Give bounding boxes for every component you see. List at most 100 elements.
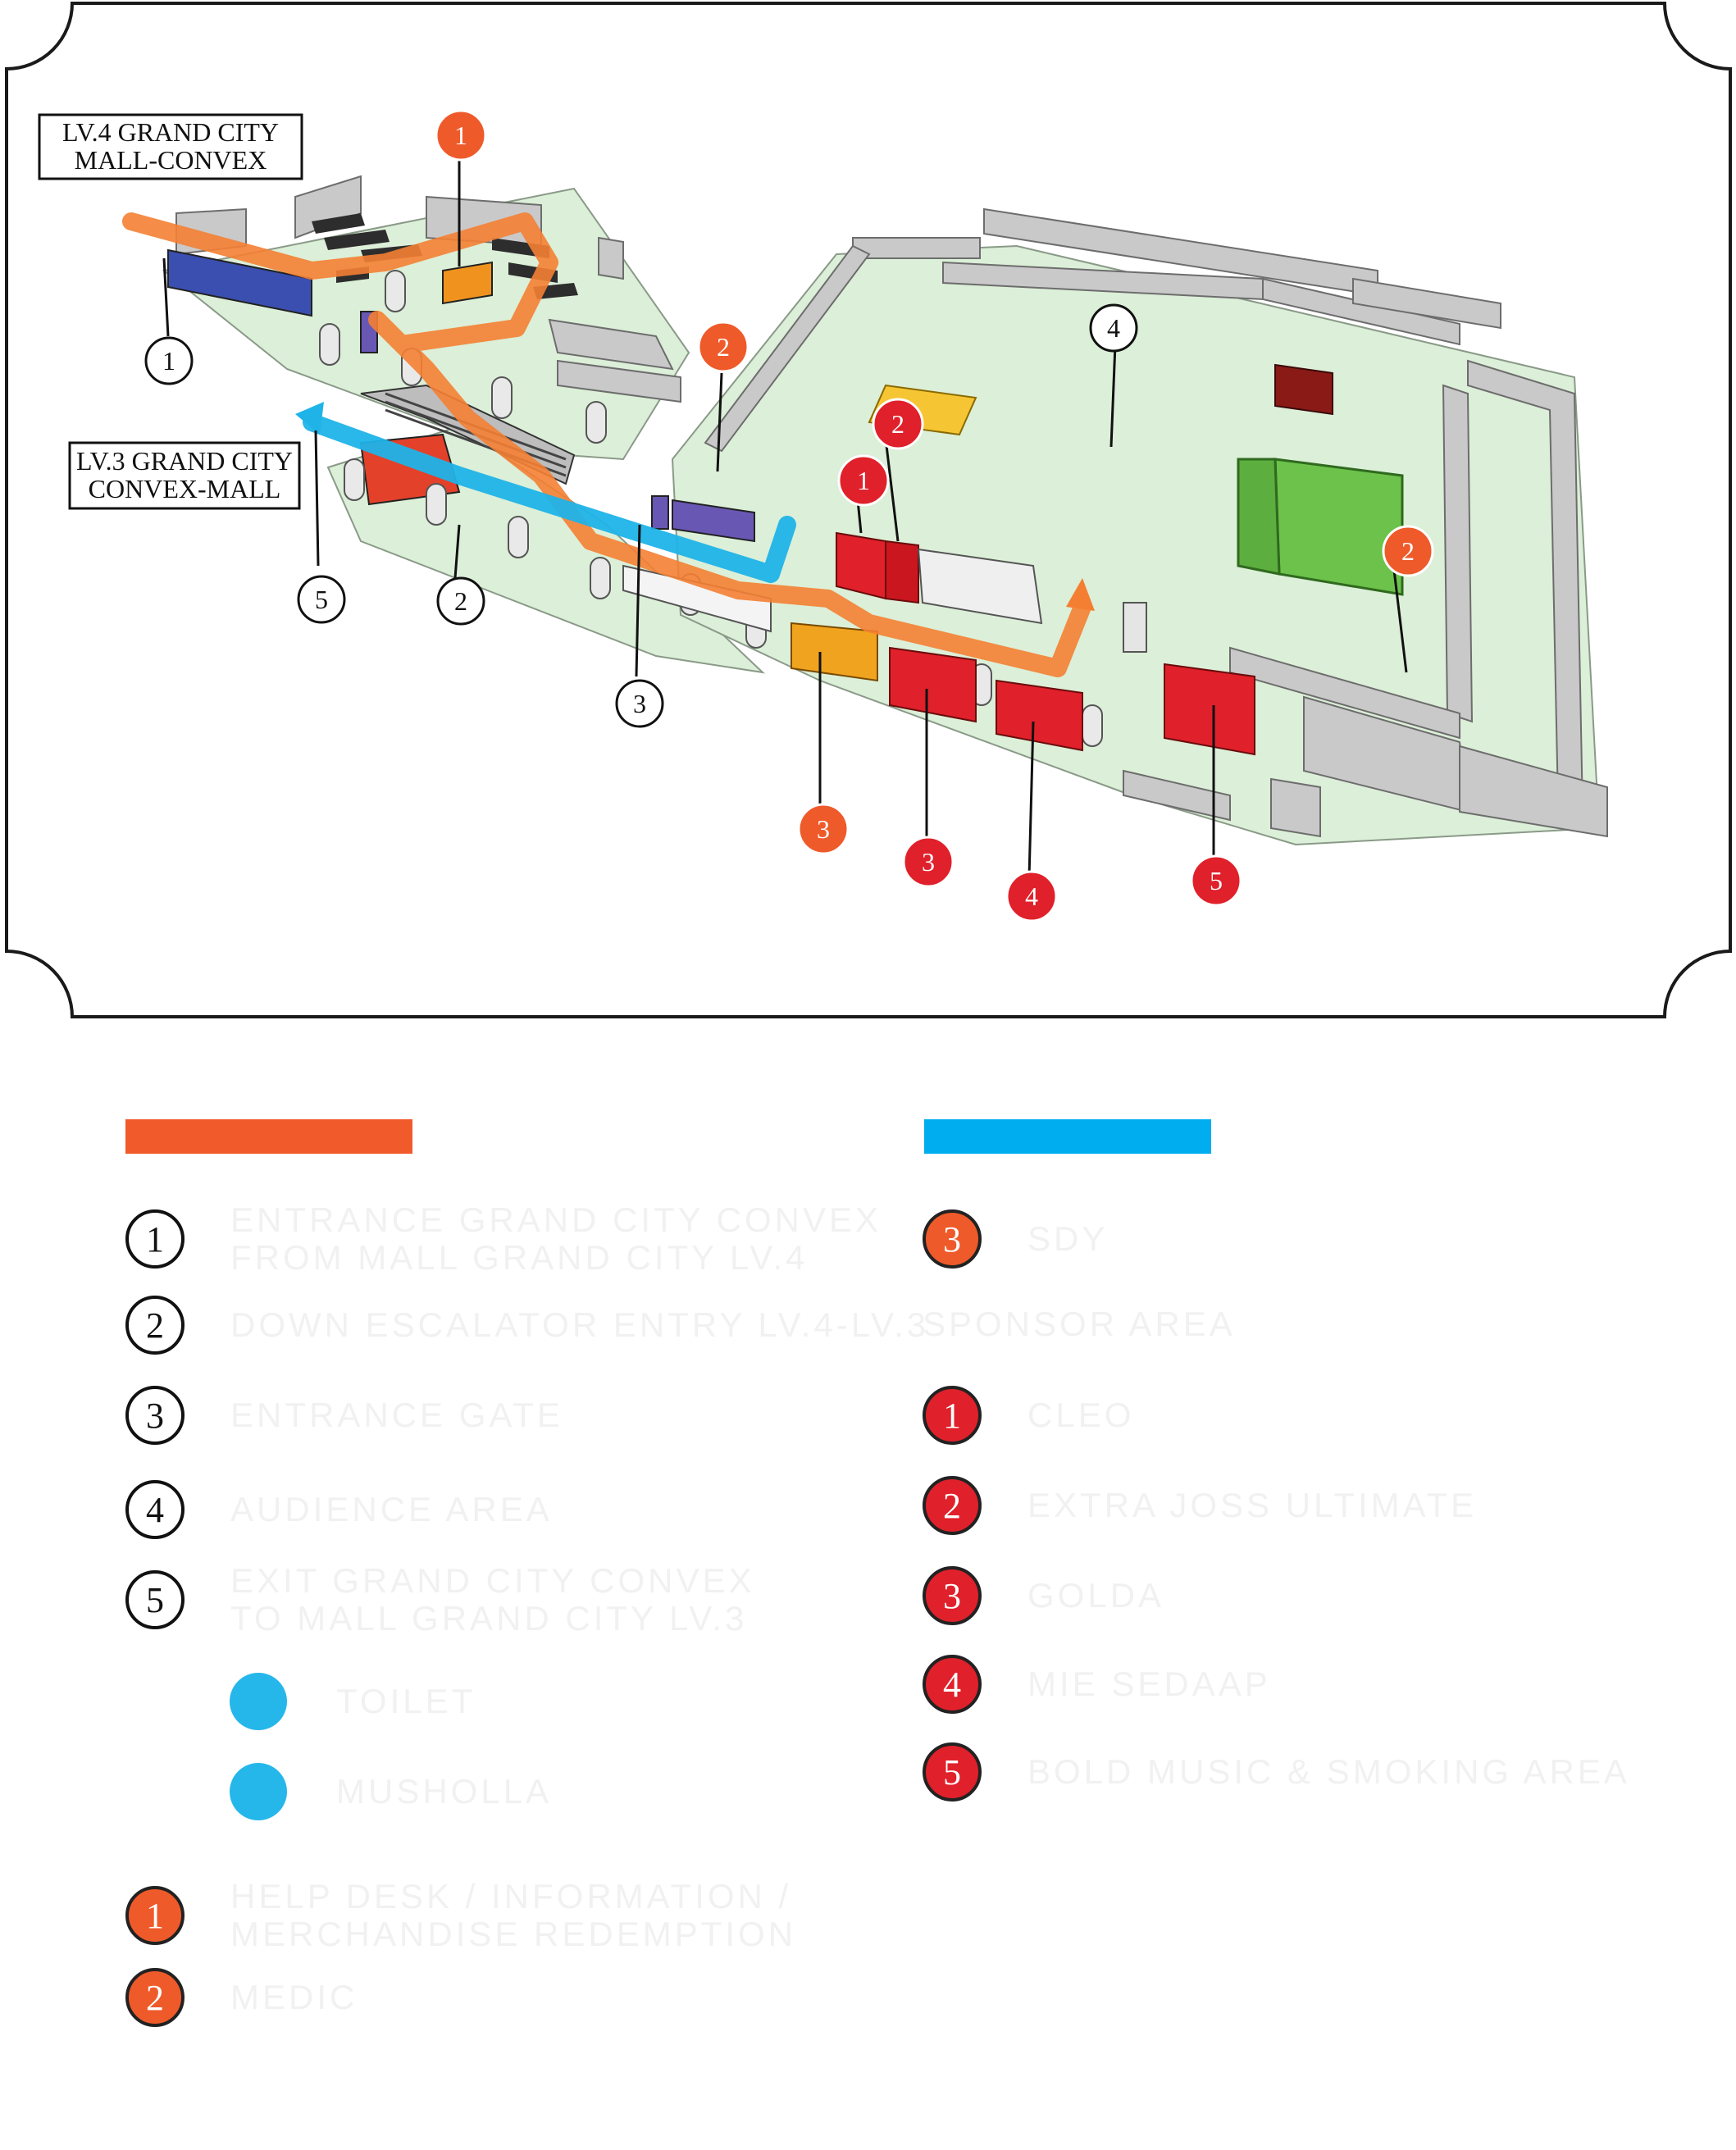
legend-badge: 3 bbox=[923, 1566, 982, 1625]
map-marker-red-1: 1 bbox=[837, 454, 890, 507]
purple-counter bbox=[672, 499, 755, 543]
map-marker-white-1: 1 bbox=[144, 336, 194, 385]
booth-bold-music bbox=[1164, 663, 1255, 756]
legend-item: TOILET bbox=[125, 1673, 476, 1730]
legend-badge: 2 bbox=[125, 1296, 185, 1355]
hall-walls bbox=[704, 207, 1608, 838]
map-marker-circle bbox=[797, 803, 850, 855]
legend-label: CLEO bbox=[1027, 1396, 1135, 1434]
map-marker-label: 2 bbox=[454, 586, 467, 616]
level4-floor bbox=[162, 187, 690, 461]
legend-label: HELP DESK / INFORMATION / MERCHANDISE RE… bbox=[230, 1877, 797, 1953]
map-marker-white-4: 4 bbox=[1089, 303, 1138, 353]
map-marker-red-2: 2 bbox=[872, 398, 924, 450]
entry-route-arrowhead bbox=[1066, 578, 1095, 611]
map-marker-circle bbox=[902, 836, 955, 888]
legend-badge: 3 bbox=[125, 1386, 185, 1445]
legend-badge: 4 bbox=[923, 1655, 982, 1714]
legend-label: DOWN ESCALATOR ENTRY LV.4-LV.3 bbox=[230, 1305, 930, 1344]
map-marker-label: 2 bbox=[1401, 536, 1415, 566]
legend-label: TOILET bbox=[336, 1682, 476, 1720]
helpdesk-box bbox=[442, 261, 493, 305]
map-marker-circle bbox=[872, 398, 924, 450]
map-marker-label: 3 bbox=[922, 847, 935, 877]
legend-label: SDY bbox=[1027, 1219, 1109, 1258]
legend-item: 3 GOLDA bbox=[923, 1566, 1164, 1625]
level4-label-line2: MALL-CONVEX bbox=[75, 145, 267, 175]
map-marker-red-5: 5 bbox=[1190, 854, 1242, 907]
legend-badge: 1 bbox=[125, 1209, 185, 1269]
legend-badge: 3 bbox=[923, 1209, 982, 1269]
map-marker-label: 1 bbox=[857, 466, 870, 495]
map-marker-red-4: 4 bbox=[1005, 870, 1058, 922]
map-marker-circle bbox=[837, 454, 890, 507]
green-stage-front bbox=[1237, 458, 1281, 576]
booth-extra-joss bbox=[885, 540, 919, 604]
level3-label-line2: CONVEX-MALL bbox=[89, 474, 281, 503]
legend-badge: 2 bbox=[923, 1476, 982, 1535]
map-marker-orange-3: 3 bbox=[797, 803, 850, 855]
legend-badge: 2 bbox=[125, 1968, 185, 2027]
level4-label: LV.4 GRAND CITY MALL-CONVEX bbox=[38, 113, 303, 180]
booth-sdy bbox=[791, 622, 878, 682]
legend-dot-icon bbox=[230, 1673, 287, 1730]
map-marker-circle bbox=[144, 336, 194, 385]
legend-item: 4 MIE SEDAAP bbox=[923, 1655, 1271, 1714]
level4-label-line1: LV.4 GRAND CITY bbox=[62, 117, 279, 147]
legend-item: 2 MEDIC bbox=[125, 1968, 358, 2027]
map-marker-orange-1: 1 bbox=[435, 109, 487, 162]
legend-label: MEDIC bbox=[230, 1978, 358, 2016]
legend-badge: 5 bbox=[125, 1570, 185, 1629]
map-marker-orange-2: 2 bbox=[1382, 525, 1434, 577]
level3-label-line1: LV.3 GRAND CITY bbox=[76, 446, 293, 476]
booth-cleo bbox=[836, 531, 886, 600]
small-kiosk bbox=[1123, 602, 1147, 653]
white-block bbox=[917, 548, 1043, 625]
booth-dark-red bbox=[1274, 363, 1333, 416]
legend-item: 3 SDY bbox=[923, 1209, 1108, 1269]
map-marker-white-3: 3 bbox=[615, 679, 664, 728]
map-marker-orange-2: 2 bbox=[697, 321, 750, 373]
map-marker-circle bbox=[1005, 870, 1058, 922]
map-marker-circle bbox=[297, 575, 346, 624]
map-marker-circle bbox=[436, 576, 485, 626]
level3-label: LV.3 GRAND CITY CONVEX-MALL bbox=[68, 441, 301, 510]
legend-dot-icon bbox=[230, 1763, 287, 1820]
legend-label: AUDIENCE AREA bbox=[230, 1490, 553, 1528]
legend-item: MUSHOLLA bbox=[125, 1763, 552, 1820]
legend-item: SPONSOR AREA bbox=[923, 1305, 1236, 1343]
map-marker-label: 5 bbox=[1210, 866, 1223, 895]
map-marker-red-3: 3 bbox=[902, 836, 955, 888]
map-marker-label: 2 bbox=[891, 409, 904, 439]
booth-mie-sedaap bbox=[996, 679, 1083, 752]
legend-label: EXTRA JOSS ULTIMATE bbox=[1027, 1486, 1478, 1524]
map-marker-label: 3 bbox=[817, 814, 830, 844]
map-marker-circle bbox=[1190, 854, 1242, 907]
map-marker-label: 3 bbox=[633, 689, 646, 718]
map-marker-circle bbox=[615, 679, 664, 728]
legend-label: GOLDA bbox=[1027, 1576, 1165, 1615]
legend-label: ENTRANCE GRAND CITY CONVEX FROM MALL GRA… bbox=[230, 1200, 882, 1277]
map-marker-label: 1 bbox=[454, 121, 467, 150]
legend-item: 2 DOWN ESCALATOR ENTRY LV.4-LV.3 bbox=[125, 1296, 929, 1355]
map-marker-circle bbox=[1089, 303, 1138, 353]
legend-label: SPONSOR AREA bbox=[923, 1305, 1236, 1343]
map-marker-label: 4 bbox=[1025, 881, 1038, 911]
legend-label: MIE SEDAAP bbox=[1027, 1665, 1271, 1703]
lv4-blue-block bbox=[167, 248, 312, 317]
entry-route bbox=[122, 212, 1091, 677]
legend-label: BOLD MUSIC & SMOKING AREA bbox=[1027, 1752, 1630, 1791]
leader-lines bbox=[162, 152, 1408, 878]
exit-route-arrowhead bbox=[295, 402, 324, 435]
map-marker-label: 5 bbox=[315, 585, 328, 614]
map-marker-circle bbox=[697, 321, 750, 373]
entry-route-legend-bar bbox=[125, 1119, 412, 1154]
